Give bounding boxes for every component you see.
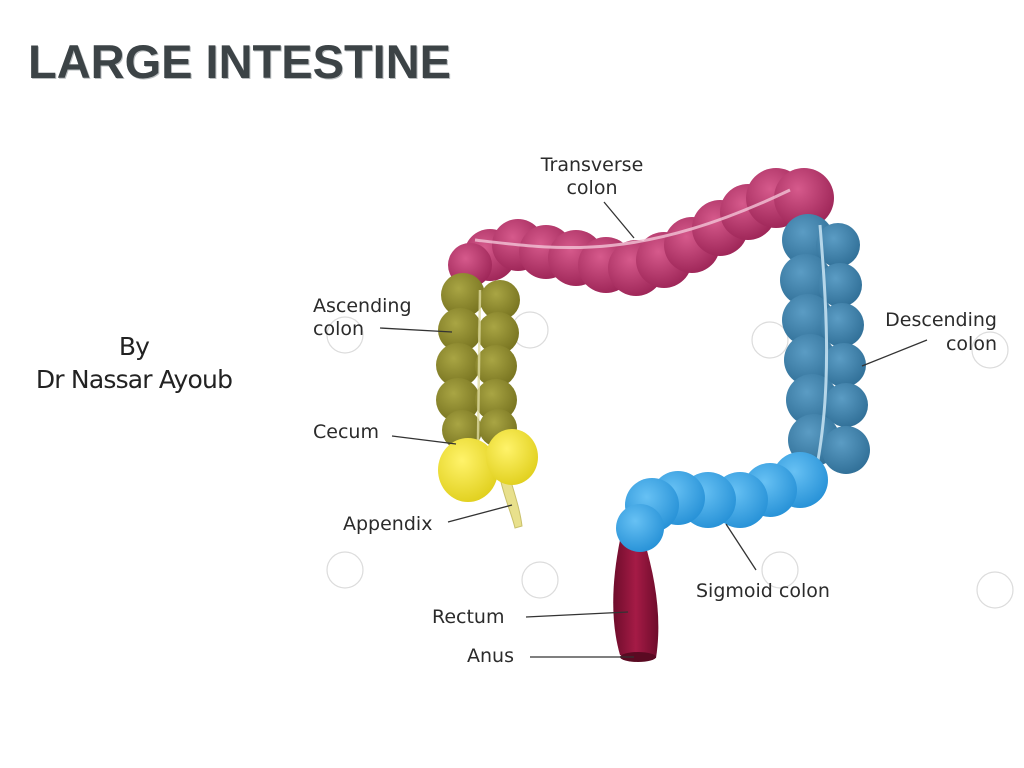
label-anus: Anus [467,645,514,667]
descending-colon-shape [780,214,870,474]
sigmoid-colon-shape [616,452,828,552]
label-transverse-colon-line2: colon [566,177,617,199]
label-descending-colon-line1: Descending [885,309,997,331]
ascending-colon-shape [436,273,520,450]
label-sigmoid-colon: Sigmoid colon [696,580,830,602]
slide-title: LARGE INTESTINE [28,35,452,88]
leader-lines [379,201,928,658]
rectum-shape [613,540,659,662]
label-ascending-colon-line1: Ascending [313,295,412,317]
watermark-marks [326,311,1014,609]
label-transverse-colon-line1: Transverse [540,154,644,176]
label-cecum: Cecum [313,421,379,443]
byline-author-name: Dr Nassar Ayoub [35,365,233,394]
label-descending-colon-line2: colon [946,333,997,355]
cecum-shape [438,429,538,529]
large-intestine-diagram: Transverse colon Ascending colon Descend… [313,154,1014,667]
author-byline: By Dr Nassar Ayoub [0,330,268,396]
label-rectum: Rectum [432,606,504,628]
transverse-colon-shape [448,168,834,296]
byline-by: By [118,332,150,361]
label-ascending-colon-line2: colon [313,318,364,340]
label-appendix: Appendix [343,513,432,535]
